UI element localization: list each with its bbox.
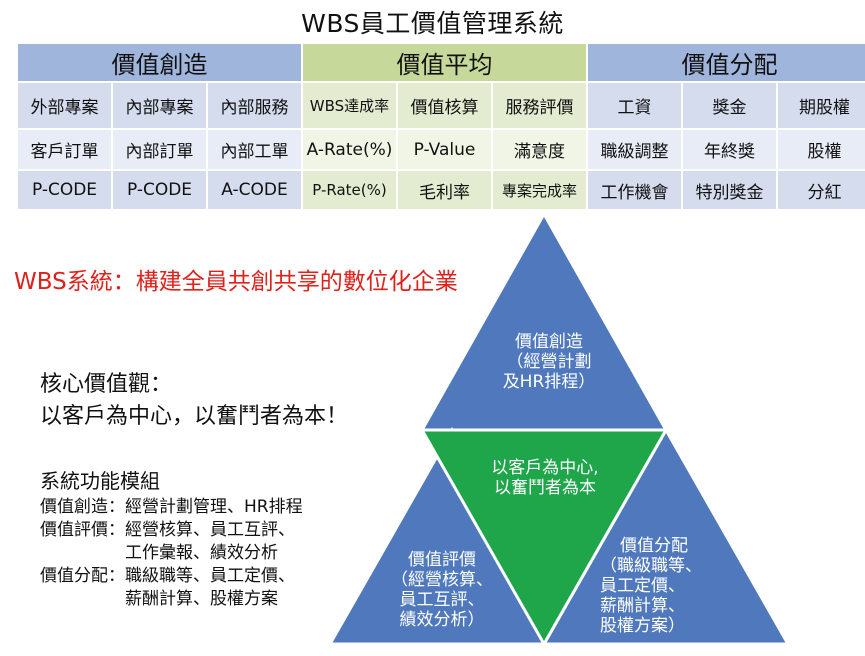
- table-cell: A-Rate(%): [303, 130, 396, 169]
- value-pyramid: [330, 212, 791, 648]
- module-line: 薪酬計算、股權方案: [40, 589, 278, 609]
- pyramid-center-line: 以奮鬥者為本: [494, 478, 596, 498]
- pyramid-left-title: 價值評價: [408, 550, 476, 570]
- pyramid-right-line: （職級職等、: [600, 556, 702, 576]
- core-values-heading: 核心價值觀：: [40, 372, 173, 397]
- table-cell: 毛利率: [398, 171, 491, 209]
- table-cell: 分紅: [778, 171, 865, 209]
- table-cell: 年終獎: [683, 130, 776, 169]
- pyramid-center-line: 以客戶為中心,: [491, 458, 599, 478]
- header-value-distribution: 價值分配: [588, 44, 865, 81]
- table-cell: 外部專案: [18, 83, 111, 128]
- module-line: 價值評價：經營核算、員工互評、: [40, 520, 295, 540]
- pyramid-left-line: 績效分析）: [399, 610, 485, 630]
- pyramid-top-label: 價值創造 （經營計劃 及HR排程）: [484, 332, 614, 392]
- table-cell: WBS達成率: [303, 83, 396, 128]
- module-line: 價值創造：經營計劃管理、HR排程: [40, 497, 303, 517]
- table-cell: 內部訂單: [113, 130, 206, 169]
- table-cell: 獎金: [683, 83, 776, 128]
- pyramid-right-title: 價值分配: [620, 536, 688, 556]
- pyramid-right-line: 股權方案）: [600, 616, 685, 636]
- table-cell: 內部服務: [208, 83, 301, 128]
- table-cell: 滿意度: [493, 130, 586, 169]
- table-cell: 職級調整: [588, 130, 681, 169]
- pyramid-center-triangle: [419, 428, 669, 648]
- table-cell: 特別獎金: [683, 171, 776, 209]
- table-cell: 客戶訂單: [18, 130, 111, 169]
- pyramid-top-line: 及HR排程）: [502, 372, 596, 392]
- pyramid-top-title: 價值創造: [515, 332, 583, 352]
- slogan: WBS系統：構建全員共創共享的數位化企業: [14, 269, 458, 295]
- pyramid-left-label: 價值評價 （經營核算、 員工互評、 績效分析）: [372, 550, 512, 630]
- pyramid-left-line: 員工互評、: [399, 590, 485, 610]
- table-cell: 工資: [588, 83, 681, 128]
- table-cell: P-CODE: [18, 171, 111, 209]
- value-table: 價值創造 價值平均 價值分配 外部專案 內部專案 內部服務 WBS達成率 價值核…: [18, 44, 865, 209]
- pyramid-top-triangle: [419, 212, 669, 432]
- table-cell: 內部專案: [113, 83, 206, 128]
- table-cell: P-Value: [398, 130, 491, 169]
- module-line: 價值分配：職級職等、員工定價、: [40, 566, 295, 586]
- table-cell: 工作機會: [588, 171, 681, 209]
- module-line: 工作彙報、績效分析: [40, 543, 278, 563]
- table-cell: A-CODE: [208, 171, 301, 209]
- table-cell: P-CODE: [113, 171, 206, 209]
- modules-heading: 系統功能模組: [40, 469, 160, 493]
- table-cell: 價值核算: [398, 83, 491, 128]
- core-values-text: 以客戶為中心，以奮鬥者為本！: [40, 404, 349, 429]
- pyramid-center-label: 以客戶為中心, 以奮鬥者為本: [470, 458, 620, 498]
- pyramid-right-label: 價值分配 （職級職等、 員工定價、 薪酬計算、 股權方案）: [600, 536, 740, 636]
- pyramid-top-line: （經營計劃: [506, 352, 592, 372]
- pyramid-right-line: 薪酬計算、: [600, 596, 685, 616]
- table-cell: 服務評價: [493, 83, 586, 128]
- table-cell: 股權: [778, 130, 865, 169]
- page-title: WBS員工價值管理系統: [301, 9, 564, 38]
- table-cell: 期股權: [778, 83, 865, 128]
- pyramid-right-line: 員工定價、: [600, 576, 685, 596]
- header-value-balance: 價值平均: [303, 44, 586, 81]
- table-cell: 專案完成率: [493, 171, 586, 209]
- pyramid-left-line: （經營核算、: [391, 570, 493, 590]
- table-cell: P-Rate(%): [303, 171, 396, 209]
- header-value-creation: 價值創造: [18, 44, 301, 81]
- table-cell: 內部工單: [208, 130, 301, 169]
